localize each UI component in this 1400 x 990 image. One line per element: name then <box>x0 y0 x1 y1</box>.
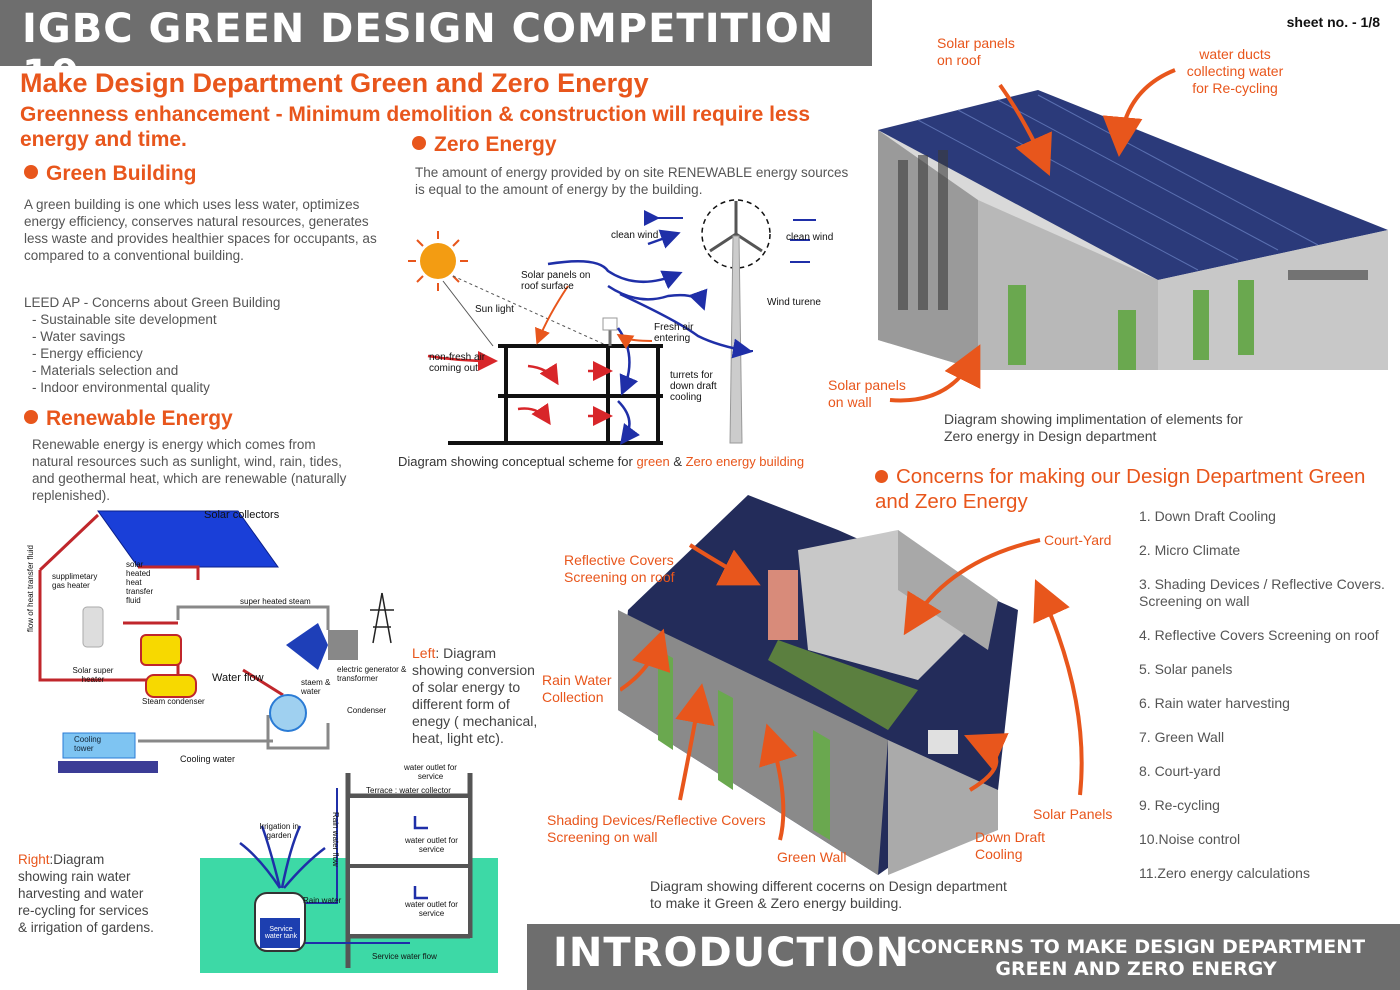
label-outlet-mid: water outlet for service <box>405 836 458 854</box>
label-outlet-top: water outlet for service <box>404 763 457 781</box>
label-green-wall: Green Wall <box>777 849 847 865</box>
solar-thermal-diagram <box>38 510 394 773</box>
zero-energy-caption: Diagram showing conceptual scheme for gr… <box>398 454 805 469</box>
label-solar-heated: solar heated heat transfer fluid <box>126 560 154 605</box>
list-item: 8. Court-yard <box>1139 763 1221 779</box>
list-item: - Indoor environmental quality <box>32 380 210 395</box>
list-item: - Sustainable site development <box>32 312 217 327</box>
renewable-heading: Renewable Energy <box>24 407 233 431</box>
label-steam-condenser: Steam condenser <box>142 697 205 706</box>
bullet-icon <box>24 410 38 424</box>
condenser-icon <box>269 694 307 732</box>
leed-title: LEED AP - Concerns about Green Building <box>24 295 281 310</box>
sheet-number: sheet no. - 1/8 <box>1286 14 1380 30</box>
bullet-icon <box>875 470 888 483</box>
list-item: 1. Down Draft Cooling <box>1139 508 1276 524</box>
bottom-arrows <box>620 538 1084 841</box>
label-collectors: Solar collectors <box>204 509 280 521</box>
label-reflective: Reflective Covers Screening on roof <box>564 552 675 585</box>
bottom-building-caption: Diagram showing different cocerns on Des… <box>650 878 1007 911</box>
page-title: Make Design Department Green and Zero En… <box>20 68 649 98</box>
label-court: Court-Yard <box>1044 532 1112 548</box>
right-diagram-caption: Right:Diagram showing rain water harvest… <box>18 852 154 935</box>
footer-banner: INTRODUCTION CONCERNS TO MAKE DESIGN DEP… <box>527 924 1400 990</box>
list-item: - Materials selection and <box>32 363 179 378</box>
list-item: - Energy efficiency <box>32 346 143 361</box>
label-service-flow: Service water flow <box>372 952 437 961</box>
bullet-icon <box>412 136 426 150</box>
green-building-heading: Green Building <box>24 162 197 186</box>
sun-icon <box>408 231 468 291</box>
left-diagram-caption: Left: Diagram showing conversion of sola… <box>412 645 538 746</box>
label-wind-turbine: Wind turene <box>767 297 821 308</box>
list-item: 7. Green Wall <box>1139 729 1225 745</box>
zero-energy-diagram <box>408 199 816 446</box>
concerns-heading: Concerns for making our Design Departmen… <box>875 465 1366 513</box>
label-solar-wall: Solar panels on wall <box>828 377 906 410</box>
label-outlet-low: water outlet for service <box>405 900 458 918</box>
top-building-caption: Diagram showing implimentation of elemen… <box>944 411 1243 444</box>
label-steam-water: staem & water <box>301 678 331 696</box>
green-building-text: A green building is one which uses less … <box>24 197 377 263</box>
list-item: 3. Shading Devices / Reflective Covers. … <box>1139 576 1385 609</box>
list-item: 10.Noise control <box>1139 831 1241 847</box>
zero-energy-heading: Zero Energy <box>412 133 557 157</box>
label-gas-heater: supplimetary gas heater <box>52 572 98 590</box>
label-rain-flow: Rain water flow <box>331 812 340 867</box>
label-rain: Rain Water Collection <box>542 672 612 705</box>
label-cooling-water: Cooling water <box>180 754 236 764</box>
top-arrows <box>889 68 1176 403</box>
header-banner: IGBC GREEN DESIGN COMPETITION 10 <box>0 0 872 98</box>
label-ducts: water ducts collecting water for Re-cycl… <box>1186 46 1284 96</box>
list-item: 6. Rain water harvesting <box>1139 695 1290 711</box>
tower-icon <box>370 592 394 644</box>
label-super-steam: super heated steam <box>240 597 311 606</box>
list-item: 2. Micro Climate <box>1139 542 1241 558</box>
solar-collector-icon <box>97 510 279 568</box>
list-item: - Water savings <box>32 329 126 344</box>
label-tank: Service water tank <box>264 926 298 940</box>
label-rain-water: Rain water <box>303 896 342 905</box>
label-cooling-tower: Cooling tower <box>74 735 102 753</box>
label-solar-panels: Solar Panels <box>1033 806 1113 822</box>
label-flow-fluid: flow of heat transfer fluid <box>26 545 35 633</box>
leed-list: - Sustainable site development - Water s… <box>32 311 217 396</box>
label-condenser: Condenser <box>347 706 387 715</box>
building-render-top <box>878 90 1388 370</box>
page-subtitle: Greenness enhancement - Minimum demoliti… <box>20 103 810 151</box>
label-turrets: turrets for down draft cooling <box>670 370 717 403</box>
label-solar-roof-top: Solar panels on roof <box>937 35 1015 68</box>
label-super-heater: Solar super heater <box>72 666 114 684</box>
building-render-bottom <box>618 495 1018 875</box>
list-item: 5. Solar panels <box>1139 661 1233 677</box>
label-fresh-air: Fresh air entering <box>654 322 694 344</box>
label-solar-roof: Solar panels on roof surface <box>521 270 591 292</box>
label-non-fresh: non-fresh air coming out <box>429 352 486 374</box>
banner-title: IGBC GREEN DESIGN COMPETITION 10 <box>22 6 835 98</box>
label-terrace: Terrace : water collector <box>366 786 451 795</box>
bullet-icon <box>24 165 38 179</box>
label-downdraft: Down Draft Cooling <box>975 829 1046 862</box>
list-item: 9. Re-cycling <box>1139 797 1220 813</box>
renewable-text: Renewable energy is energy which comes f… <box>32 437 347 503</box>
label-water-flow: Water flow <box>212 672 264 684</box>
rain-water-diagram <box>200 773 498 973</box>
list-item: 4. Reflective Covers Screening on roof <box>1139 627 1379 643</box>
zero-energy-text: The amount of energy provided by on site… <box>415 165 849 197</box>
label-irrigation: Irrigation in garden <box>259 822 299 840</box>
label-sun-light: Sun light <box>475 304 514 315</box>
list-item: 11.Zero energy calculations <box>1139 865 1310 881</box>
footer-subtitle: CONCERNS TO MAKE DESIGN DEPARTMENT GREEN… <box>906 936 1366 980</box>
concerns-list: 1. Down Draft Cooling 2. Micro Climate 3… <box>1139 508 1391 899</box>
footer-title: INTRODUCTION <box>553 930 911 976</box>
label-clean-wind-1: clean wind <box>611 230 659 241</box>
label-generator: electric generator & transformer <box>337 665 407 683</box>
label-shading: Shading Devices/Reflective Covers Screen… <box>547 812 766 845</box>
label-clean-wind-2: clean wind <box>786 232 834 243</box>
